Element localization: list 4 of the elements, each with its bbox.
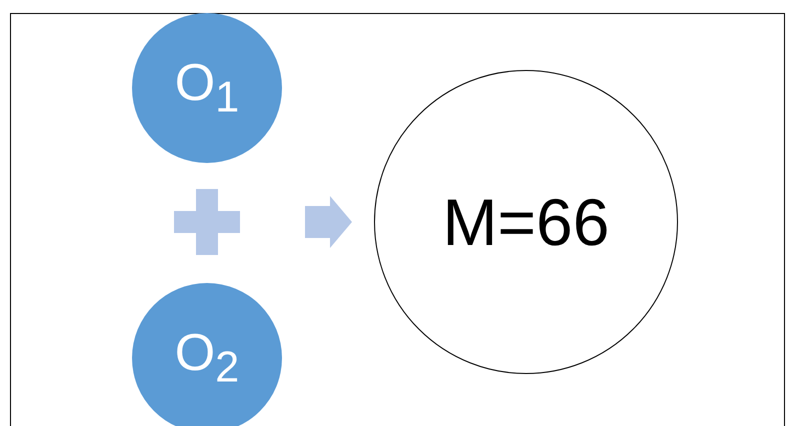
- node-label: O$_{1}$: [174, 53, 240, 123]
- node-label: M=66: [442, 184, 610, 260]
- node-label: O$_{2}$: [174, 323, 240, 393]
- block-arrow: [305, 196, 352, 248]
